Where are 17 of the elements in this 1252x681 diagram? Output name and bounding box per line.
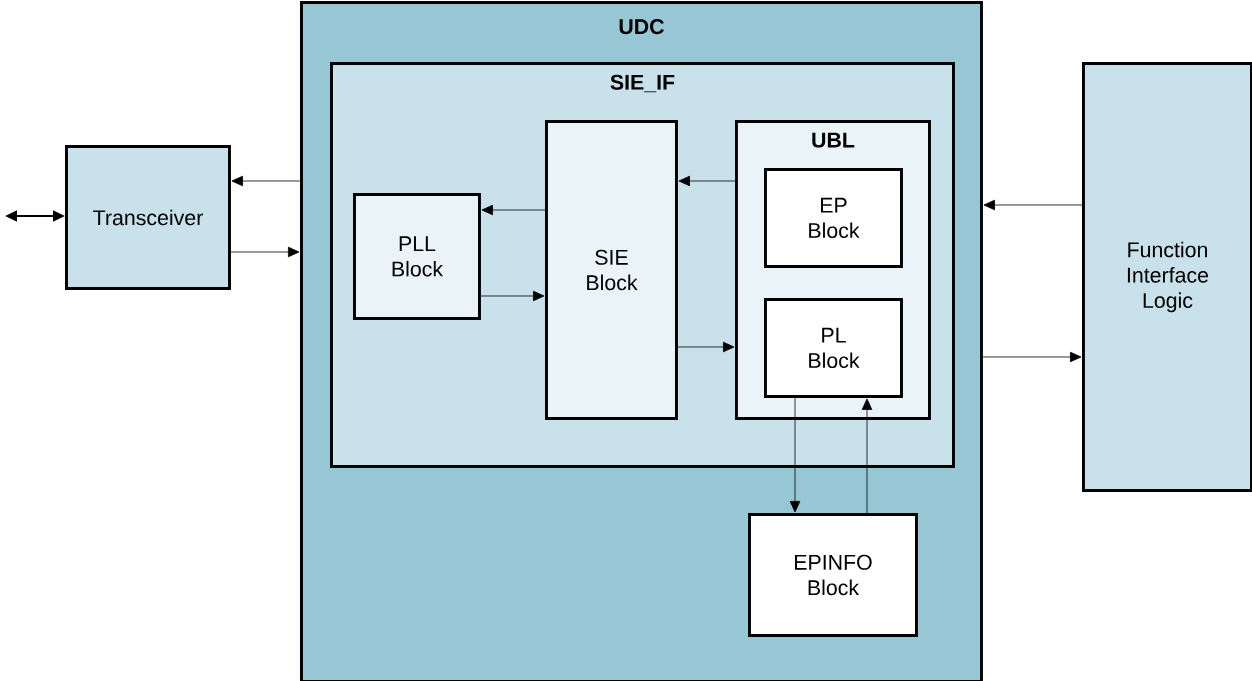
block-box: Transceiver	[65, 145, 231, 290]
arrow	[230, 246, 300, 258]
arrow	[231, 175, 301, 187]
arrow	[678, 175, 736, 187]
block-box: PLL Block	[353, 193, 481, 320]
block-box: SIE Block	[545, 120, 678, 420]
arrow	[983, 199, 1083, 211]
arrow	[480, 290, 545, 302]
block-box: Function Interface Logic	[1082, 62, 1252, 492]
block-box: EPINFO Block	[748, 513, 918, 637]
arrow	[481, 204, 546, 216]
block-box: PL Block	[764, 298, 903, 398]
arrow	[789, 397, 801, 513]
arrow	[677, 341, 735, 353]
arrow	[982, 351, 1082, 363]
arrow	[861, 398, 873, 514]
block-box: EP Block	[764, 168, 903, 268]
